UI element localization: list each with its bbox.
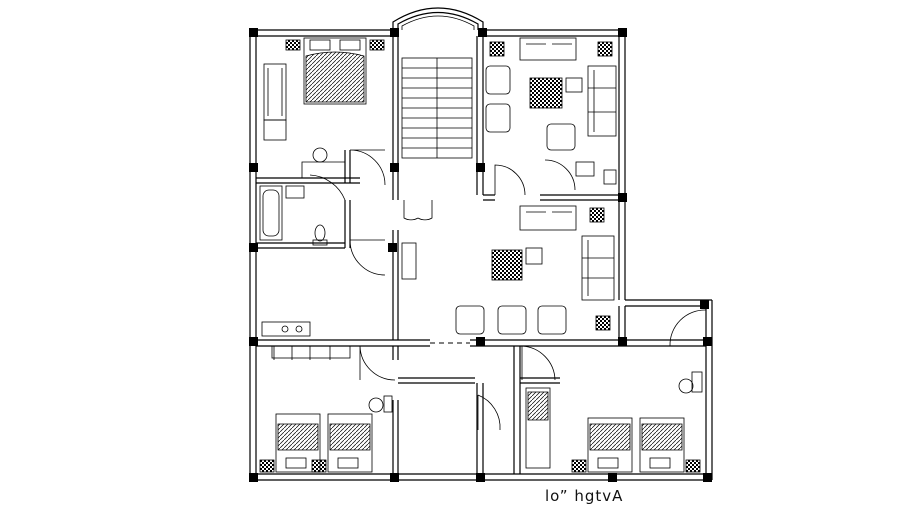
living-room-upper <box>485 37 617 185</box>
bedroom-top-left <box>263 37 385 179</box>
drawing-caption: lo” hgtvA <box>545 487 624 505</box>
bathroom <box>259 185 328 246</box>
doors <box>309 149 707 431</box>
kitchen <box>261 242 417 360</box>
structural-columns <box>249 28 712 482</box>
living-room-lower <box>455 205 615 335</box>
staircase <box>401 57 473 159</box>
bedroom-bottom-left <box>259 395 393 473</box>
bedroom-bottom-right <box>525 371 703 473</box>
bay-window <box>392 7 484 30</box>
